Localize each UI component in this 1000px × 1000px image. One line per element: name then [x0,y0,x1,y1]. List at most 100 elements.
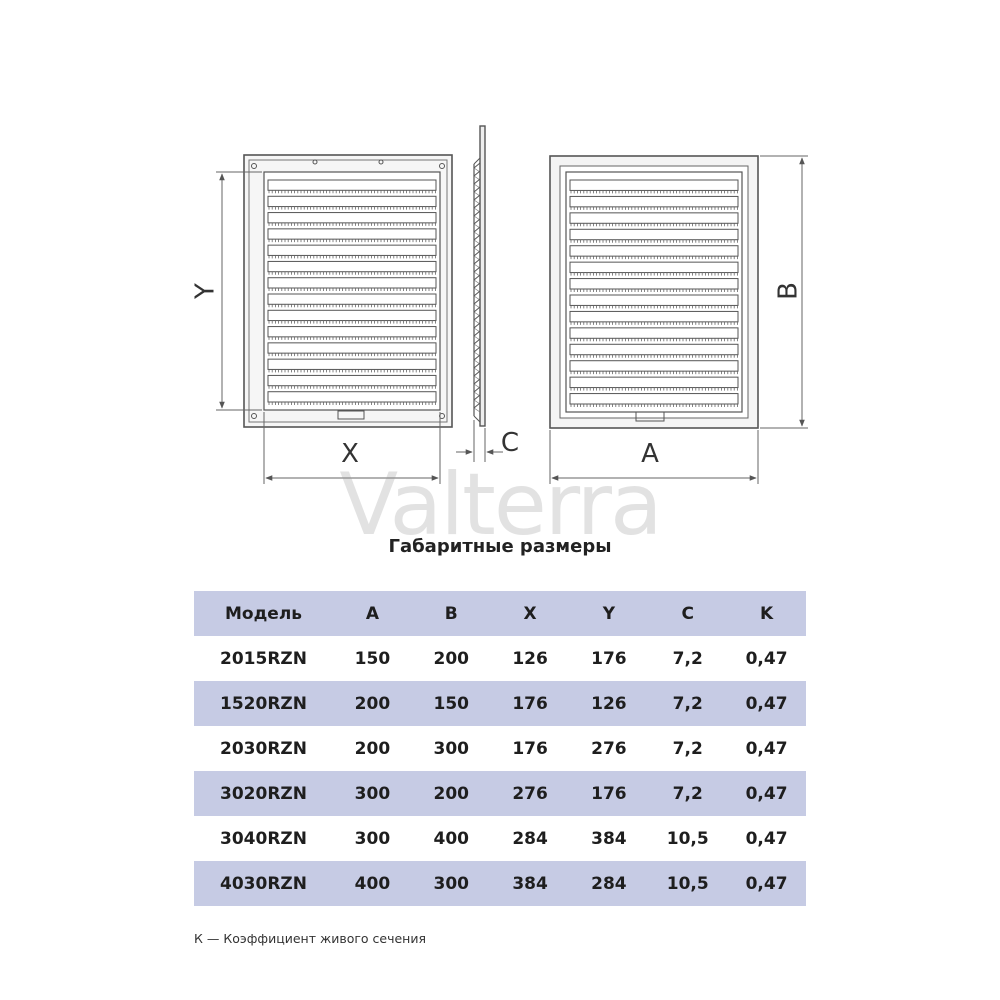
dimension-c-label: C [501,428,519,458]
louver-slat [267,260,437,273]
cell-x: 176 [512,738,548,759]
cell-c: 7,2 [672,738,703,759]
cell-y: 384 [591,828,627,849]
cell-b: 300 [433,873,469,894]
louver-slat [267,374,437,387]
dimension-b: B [760,155,808,429]
louver-slat [267,342,437,354]
louver-slat [267,326,437,338]
mounting-holes [251,159,445,419]
cell-b: 150 [433,693,469,714]
cell-y: 126 [591,693,627,714]
cell-c: 10,5 [666,873,709,894]
cell-x: 176 [512,693,548,714]
table-row: 3040RZN 300 400 284 384 10,5 0,47 [194,816,806,861]
louver-slat [267,228,437,240]
louver-slat [267,277,437,289]
cell-b: 200 [433,783,469,804]
cell-b: 200 [433,648,469,669]
louver-slat [267,358,437,370]
technical-drawing: Y X C B A [191,125,808,484]
louver-slat [267,195,437,208]
table-row: 2030RZN 200 300 176 276 7,2 0,47 [194,726,806,771]
header-y: Y [602,603,616,624]
cell-y: 284 [591,873,627,894]
cell-model: 1520RZN [220,693,307,714]
cell-x: 126 [512,648,548,669]
header-k: K [759,603,774,624]
cell-k: 0,47 [745,738,788,759]
header-model: Модель [224,603,303,624]
front-louvers [267,179,437,405]
louver-slat [569,228,739,241]
rear-louvers [569,179,739,407]
cell-x: 276 [512,783,548,804]
grille-front-view [243,154,453,428]
louver-slat [569,393,739,405]
cell-a: 400 [354,873,391,894]
cell-y: 176 [591,783,627,804]
header-c: C [681,603,694,624]
louver-slat [569,327,739,339]
cell-a: 200 [354,738,391,759]
dimension-x: X [263,412,441,484]
cell-k: 0,47 [745,693,788,714]
table-row: 3020RZN 300 200 276 176 7,2 0,47 [194,771,806,816]
louver-slat [569,195,739,208]
cell-a: 200 [354,693,391,714]
cell-x: 384 [512,873,548,894]
cell-x: 284 [512,828,548,849]
dimension-c: C [456,420,519,462]
dimensions-table: Модель A B X Y C K 2015RZN 150 200 126 1… [194,591,806,906]
louver-slat [267,179,437,191]
side-fins [473,162,481,413]
cell-k: 0,47 [745,783,788,804]
grille-rear-view [549,155,759,429]
cell-k: 0,47 [745,873,788,894]
table-header-row: Модель A B X Y C K [194,591,806,636]
louver-slat [267,293,437,305]
louver-slat [569,294,739,306]
header-b: B [444,603,458,624]
header-a: A [365,603,379,624]
cell-k: 0,47 [745,828,788,849]
louver-slat [569,245,739,257]
louver-slat [267,309,437,322]
dimension-x-label: X [341,439,359,469]
dimension-a-label: A [641,439,659,469]
cell-a: 300 [354,828,391,849]
louver-slat [267,244,437,256]
header-x: X [523,603,537,624]
cell-c: 10,5 [666,828,709,849]
louver-slat [569,179,739,191]
footnote: К — Коэффициент живого сечения [194,931,426,946]
table-title: Габаритные размеры [388,536,612,557]
louver-slat [569,343,739,356]
cell-model: 3020RZN [220,783,307,804]
cell-c: 7,2 [672,648,703,669]
cell-model: 3040RZN [220,828,307,849]
louver-slat [569,212,739,224]
table-row: 4030RZN 400 300 384 284 10,5 0,47 [194,861,806,906]
louver-slat [569,360,739,372]
louver-slat [569,376,739,389]
dimension-y: Y [191,171,262,411]
table-row: 1520RZN 200 150 176 126 7,2 0,47 [194,681,806,726]
table-row: 2015RZN 150 200 126 176 7,2 0,47 [194,636,806,681]
grille-side-view [473,125,486,427]
cell-c: 7,2 [672,783,703,804]
louver-slat [569,261,739,274]
cell-b: 300 [433,738,469,759]
cell-b: 400 [433,828,469,849]
louver-slat [569,278,739,290]
cell-a: 300 [354,783,391,804]
louver-slat [569,310,739,323]
cell-k: 0,47 [745,648,788,669]
cell-model: 2030RZN [220,738,307,759]
cell-model: 4030RZN [220,873,307,894]
cell-c: 7,2 [672,693,703,714]
cell-y: 176 [591,648,627,669]
cell-model: 2015RZN [220,648,307,669]
cell-a: 150 [354,648,391,669]
dimension-y-label: Y [191,283,221,300]
